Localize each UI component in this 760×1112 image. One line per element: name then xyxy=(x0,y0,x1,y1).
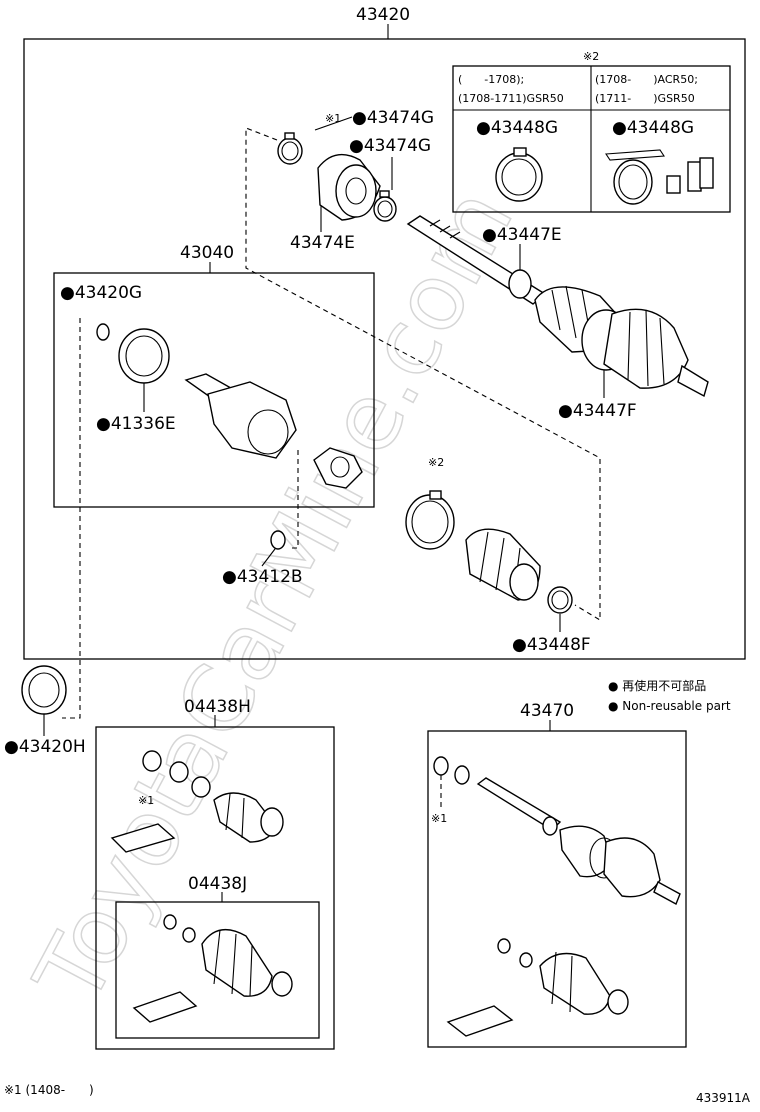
ring-43420H[interactable] xyxy=(21,665,67,715)
kit-grease-pack-a[interactable] xyxy=(110,823,176,853)
label-43412B[interactable]: ●43412B xyxy=(222,567,303,587)
kit-clamp-b[interactable] xyxy=(169,761,189,783)
kit-j-clamp[interactable] xyxy=(182,927,196,943)
ring-41336E[interactable] xyxy=(118,328,170,384)
inset-header-right-1: (1708- )ACR50; xyxy=(595,73,698,86)
note-2-top: ※2 xyxy=(583,50,599,63)
rh-clamp-b[interactable] xyxy=(454,765,470,785)
note-2-mid: ※2 xyxy=(428,456,444,469)
label-41336E[interactable]: ●41336E xyxy=(96,414,176,434)
inset-header-right-2: (1711- )GSR50 xyxy=(595,92,695,105)
label-43420[interactable]: 43420 xyxy=(356,5,410,25)
inner-boot[interactable] xyxy=(465,528,541,601)
inset-box: ( -1708); (1708-1711)GSR50 (1708- )ACR50… xyxy=(452,65,731,213)
inset-label-right[interactable]: ●43448G xyxy=(612,118,694,138)
main-assembly-frame xyxy=(23,38,746,660)
damper-43474E[interactable] xyxy=(317,153,381,221)
guide-dashed-upper xyxy=(245,127,601,621)
kit-clamp-a[interactable] xyxy=(142,750,162,772)
kit-clamp-c[interactable] xyxy=(191,776,211,798)
clamp-43447E[interactable] xyxy=(508,269,532,299)
diagram-code: 433911A xyxy=(696,1091,751,1105)
clamp-43448G-left[interactable] xyxy=(495,152,543,202)
legend-en: ● Non-reusable part xyxy=(608,699,731,713)
boot-kit-inner-frame xyxy=(115,901,320,1039)
note-1-right: ※1 xyxy=(431,812,447,825)
label-04438H[interactable]: 04438H xyxy=(184,697,251,717)
label-43470[interactable]: 43470 xyxy=(520,701,574,721)
outer-race-joint[interactable] xyxy=(184,373,297,459)
rh-snap-ring[interactable] xyxy=(497,938,511,954)
label-43447E[interactable]: ●43447E xyxy=(482,225,562,245)
kit-j-snap-ring[interactable] xyxy=(163,914,177,930)
clamp-large-note2[interactable] xyxy=(405,490,455,550)
rh-inner-boot[interactable] xyxy=(539,951,629,1015)
label-43474G-b[interactable]: ●43474G xyxy=(349,136,431,156)
drive-shaft-43420[interactable] xyxy=(406,215,709,398)
footnote: ※1 (1408- ) xyxy=(4,1083,94,1097)
label-43420H[interactable]: ●43420H xyxy=(4,737,86,757)
inset-header-left-2: (1708-1711)GSR50 xyxy=(458,92,564,105)
tripod-spider[interactable] xyxy=(313,447,363,489)
guide-dashed-inner xyxy=(62,318,81,719)
clamp-43448F[interactable] xyxy=(547,586,573,614)
label-43474G-a[interactable]: ●43474G xyxy=(352,108,434,128)
label-43474E[interactable]: 43474E xyxy=(290,233,355,253)
label-43420G[interactable]: ●43420G xyxy=(60,283,142,303)
kit-grease-pack-b[interactable] xyxy=(132,991,198,1023)
label-43447F[interactable]: ●43447F xyxy=(558,401,637,421)
rh-shaft-frame xyxy=(427,730,687,1048)
inner-joint-frame xyxy=(53,272,375,508)
snap-ring-43420G[interactable] xyxy=(96,323,110,341)
note-1-top: ※1 xyxy=(325,112,341,125)
kit-j-boot[interactable] xyxy=(201,928,293,997)
inset-header-left-1: ( -1708); xyxy=(458,73,524,86)
legend-jp: ● 再使用不可部品 xyxy=(608,678,706,693)
label-04438J[interactable]: 04438J xyxy=(188,874,247,894)
inset-label-left[interactable]: ●43448G xyxy=(476,118,558,138)
rh-clamp-a[interactable] xyxy=(433,756,449,776)
clamp-43448G-right[interactable] xyxy=(613,159,653,205)
rh-clamp-c[interactable] xyxy=(519,952,533,968)
kit-boot-outer[interactable] xyxy=(213,792,284,843)
label-43040[interactable]: 43040 xyxy=(180,243,234,263)
label-43448F[interactable]: ●43448F xyxy=(512,635,591,655)
note-1-left: ※1 xyxy=(138,794,154,807)
rh-grease-pack[interactable] xyxy=(446,1005,514,1037)
rh-shaft-assembly[interactable] xyxy=(476,777,681,905)
snap-ring-43412B[interactable] xyxy=(270,530,286,550)
